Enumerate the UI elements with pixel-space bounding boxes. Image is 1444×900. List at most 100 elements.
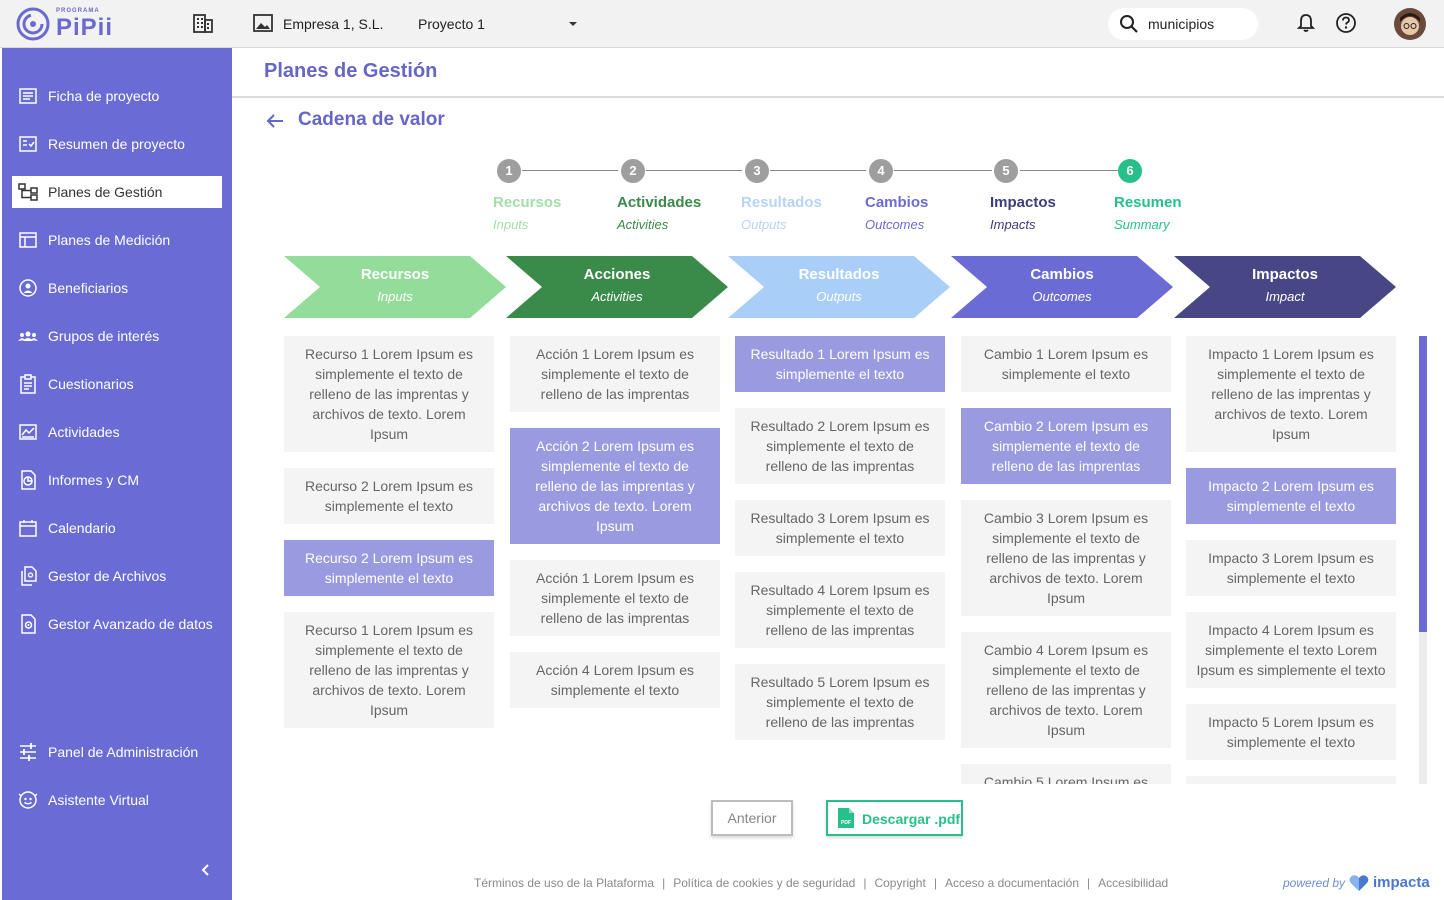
- card-cambio[interactable]: Cambio 4 Lorem Ipsum es simplemente el t…: [961, 632, 1171, 748]
- section-title: Cadena de valor: [298, 109, 445, 130]
- step-label-cambios[interactable]: Cambios: [865, 194, 929, 211]
- banner-impactos: Impactos Impact: [1174, 256, 1396, 318]
- sidebar-item-ficha[interactable]: Ficha de proyecto: [12, 80, 222, 112]
- banner-subtitle: Activities: [591, 289, 643, 304]
- card-accion[interactable]: Acción 1 Lorem Ipsum es simplemente el t…: [510, 336, 720, 412]
- card-recurso[interactable]: Recurso 1 Lorem Ipsum es simplemente el …: [284, 612, 494, 728]
- hierarchy-icon: [18, 183, 38, 201]
- card-cambio[interactable]: Cambio 3 Lorem Ipsum es simplemente el t…: [961, 500, 1171, 616]
- sidebar-item-planes-medicion[interactable]: Planes de Medición: [12, 224, 222, 256]
- avatar[interactable]: [1394, 8, 1426, 40]
- step-circle-5[interactable]: 5: [994, 159, 1018, 183]
- card-impacto[interactable]: [1186, 776, 1396, 784]
- project-selector[interactable]: Proyecto 1: [418, 16, 485, 32]
- banner-title: Acciones: [583, 266, 651, 283]
- sidebar-item-gestor-archivos[interactable]: Gestor de Archivos: [12, 560, 222, 592]
- pdf-icon-text: PDF: [841, 820, 851, 826]
- pipii-logo[interactable]: PROGRAMA PiPii: [16, 6, 116, 42]
- card-impacto[interactable]: Impacto 4 Lorem Ipsum es simplemente el …: [1186, 612, 1396, 688]
- footer-separator: |: [863, 876, 867, 890]
- step-label-resultados[interactable]: Resultados: [741, 194, 822, 211]
- sidebar-item-label: Calendario: [48, 520, 116, 536]
- banner-subtitle: Outputs: [816, 289, 862, 304]
- column-recursos: Recurso 1 Lorem Ipsum es simplemente el …: [284, 336, 494, 744]
- search-box[interactable]: municipios: [1108, 8, 1258, 40]
- card-impacto[interactable]: Impacto 1 Lorem Ipsum es simplemente el …: [1186, 336, 1396, 452]
- assistant-icon: [18, 791, 38, 809]
- stepper-connector: [646, 170, 742, 171]
- sidebar-item-label: Planes de Medición: [48, 232, 171, 248]
- sidebar-item-label: Ficha de proyecto: [48, 88, 160, 104]
- banner-title: Impactos: [1252, 266, 1318, 283]
- card-cambio[interactable]: Cambio 1 Lorem Ipsum es simplemente el t…: [961, 336, 1171, 392]
- columns-scrollbar[interactable]: [1419, 336, 1427, 784]
- card-accion[interactable]: Acción 4 Lorem Ipsum es simplemente el t…: [510, 652, 720, 708]
- card-recurso[interactable]: Recurso 2 Lorem Ipsum es simplemente el …: [284, 468, 494, 524]
- table-icon: [19, 232, 37, 248]
- sidebar-item-cuestionarios[interactable]: Cuestionarios: [12, 368, 222, 400]
- sidebar-item-actividades[interactable]: Actividades: [12, 416, 222, 448]
- help-icon[interactable]: [1335, 12, 1357, 34]
- card-cambio[interactable]: Cambio 5 Lorem Ipsum es: [961, 764, 1171, 784]
- card-resultado[interactable]: Resultado 2 Lorem Ipsum es simplemente e…: [735, 408, 945, 484]
- search-input[interactable]: municipios: [1148, 16, 1215, 32]
- download-pdf-button[interactable]: PDF Descargar .pdf: [826, 800, 963, 836]
- card-cambio[interactable]: Cambio 2 Lorem Ipsum es simplemente el t…: [961, 408, 1171, 484]
- search-icon[interactable]: [1118, 13, 1140, 35]
- step-label-resumen[interactable]: Resumen: [1114, 194, 1182, 211]
- card-impacto[interactable]: Impacto 5 Lorem Ipsum es simplemente el …: [1186, 704, 1396, 760]
- sidebar-item-resumen[interactable]: Resumen de proyecto: [12, 128, 222, 160]
- powered-by-text: powered by: [1283, 876, 1346, 890]
- step-sub-activities: Activities: [617, 217, 669, 232]
- sidebar-item-beneficiarios[interactable]: Beneficiarios: [12, 272, 222, 304]
- step-label-recursos[interactable]: Recursos: [493, 194, 562, 211]
- card-resultado[interactable]: Resultado 3 Lorem Ipsum es simplemente e…: [735, 500, 945, 556]
- calendar-icon: [19, 520, 37, 537]
- footer-link-cookies[interactable]: Política de cookies y de seguridad: [673, 876, 856, 890]
- card-impacto[interactable]: Impacto 2 Lorem Ipsum es simplemente el …: [1186, 468, 1396, 524]
- spiral-icon: [16, 7, 50, 41]
- sidebar-item-planes-gestion[interactable]: Planes de Gestión: [12, 176, 222, 208]
- card-resultado[interactable]: Resultado 5 Lorem Ipsum es simplemente e…: [735, 664, 945, 740]
- card-recurso[interactable]: Recurso 2 Lorem Ipsum es simplemente el …: [284, 540, 494, 596]
- sidebar-item-informes[interactable]: Informes y CM: [12, 464, 222, 496]
- card-resultado[interactable]: Resultado 4 Lorem Ipsum es simplemente e…: [735, 572, 945, 648]
- caret-down-icon[interactable]: [562, 12, 584, 34]
- impacta-brand[interactable]: impacta: [1373, 874, 1430, 891]
- sidebar-item-gestor-datos[interactable]: Gestor Avanzado de datos: [12, 608, 222, 640]
- footer-link-docs[interactable]: Acceso a documentación: [944, 876, 1080, 890]
- step-label-impactos[interactable]: Impactos: [990, 194, 1056, 211]
- building-icon[interactable]: [192, 12, 214, 34]
- step-circle-2[interactable]: 2: [621, 159, 645, 183]
- activity-chart-icon: [19, 424, 37, 440]
- arrow-back-icon[interactable]: [264, 110, 286, 132]
- card-recurso[interactable]: Recurso 1 Lorem Ipsum es simplemente el …: [284, 336, 494, 452]
- sidebar-item-admin[interactable]: Panel de Administración: [12, 736, 222, 768]
- sidebar-item-asistente[interactable]: Asistente Virtual: [12, 784, 222, 816]
- scrollbar-thumb[interactable]: [1419, 336, 1427, 632]
- step-sub-outputs: Outputs: [741, 217, 787, 232]
- step-circle-6[interactable]: 6: [1118, 159, 1142, 183]
- company-selector[interactable]: Empresa 1, S.L.: [283, 16, 384, 32]
- chevron-left-icon[interactable]: [196, 860, 216, 880]
- card-impacto[interactable]: Impacto 3 Lorem Ipsum es simplemente el …: [1186, 540, 1396, 596]
- card-resultado[interactable]: Resultado 1 Lorem Ipsum es simplemente e…: [735, 336, 945, 392]
- footer-link-copyright[interactable]: Copyright: [874, 876, 926, 890]
- step-circle-3[interactable]: 3: [745, 159, 769, 183]
- footer-link-terms[interactable]: Términos de uso de la Plataforma: [474, 876, 655, 890]
- step-circle-4[interactable]: 4: [869, 159, 893, 183]
- footer-link-accessibility[interactable]: Accesibilidad: [1098, 876, 1169, 890]
- card-accion[interactable]: Acción 1 Lorem Ipsum es simplemente el t…: [510, 560, 720, 636]
- step-circle-1[interactable]: 1: [497, 159, 521, 183]
- previous-button[interactable]: Anterior: [711, 800, 793, 836]
- sidebar-item-label: Panel de Administración: [48, 744, 199, 760]
- footer-separator: |: [662, 876, 666, 890]
- step-label-actividades[interactable]: Actividades: [617, 194, 702, 211]
- sidebar-item-grupos[interactable]: Grupos de interés: [12, 320, 222, 352]
- bell-icon[interactable]: [1295, 12, 1317, 34]
- card-accion[interactable]: Acción 2 Lorem Ipsum es simplemente el t…: [510, 428, 720, 544]
- sidebar-item-label: Beneficiarios: [48, 280, 129, 296]
- heart-logo-icon: [1349, 875, 1369, 891]
- sidebar-item-calendario[interactable]: Calendario: [12, 512, 222, 544]
- data-file-icon: [21, 614, 36, 634]
